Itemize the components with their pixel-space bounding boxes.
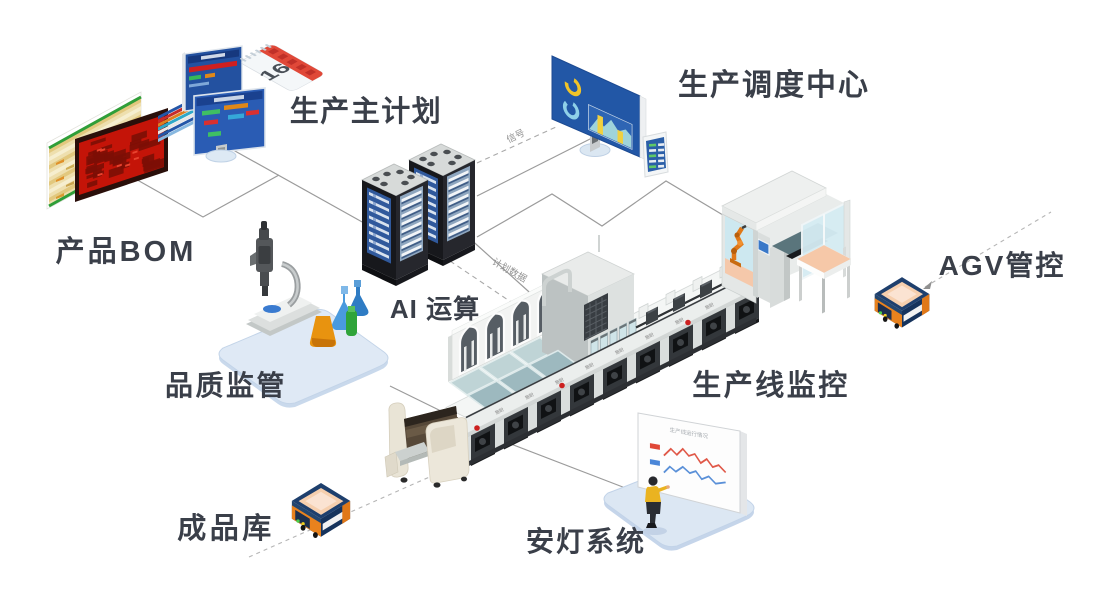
svg-text:AGV管控: AGV管控 (939, 249, 1066, 281)
svg-text:品质监管: 品质监管 (165, 369, 287, 401)
svg-text:施耐: 施耐 (494, 406, 506, 417)
svg-text:信号: 信号 (505, 127, 527, 146)
svg-text:施耐: 施耐 (584, 361, 596, 372)
svg-text:施耐: 施耐 (704, 301, 716, 312)
svg-text:施耐: 施耐 (524, 391, 536, 402)
svg-text:施耐: 施耐 (614, 346, 626, 357)
svg-text:生产线监控: 生产线监控 (692, 369, 850, 402)
svg-text:施耐: 施耐 (554, 376, 566, 387)
svg-text:安灯系统: 安灯系统 (526, 525, 646, 557)
svg-text:成品库: 成品库 (177, 512, 275, 545)
svg-text:生产调度中心: 生产调度中心 (678, 69, 870, 102)
svg-text:施耐: 施耐 (674, 316, 686, 327)
svg-text:生产主计划: 生产主计划 (290, 95, 443, 128)
svg-text:产品BOM: 产品BOM (56, 235, 197, 268)
svg-text:AI 运算: AI 运算 (390, 294, 480, 324)
svg-text:计划数据: 计划数据 (490, 256, 529, 286)
svg-text:施耐: 施耐 (644, 331, 656, 342)
